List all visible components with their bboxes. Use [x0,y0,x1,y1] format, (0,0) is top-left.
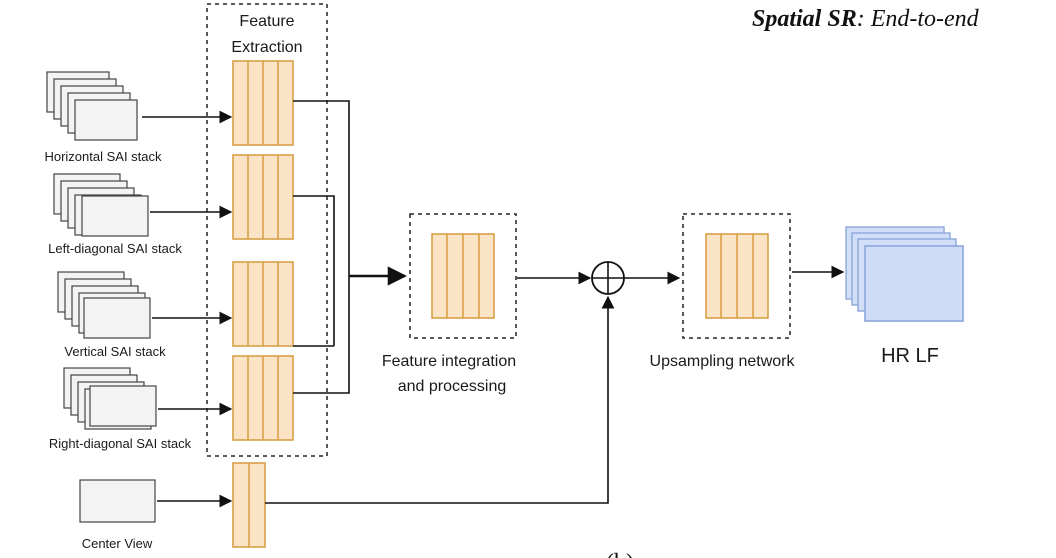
upsampling-label: Upsampling network [650,353,796,370]
sai-stack-vertical-label: Vertical SAI stack [64,344,166,359]
feature-extractor-right-diagonal [232,355,294,441]
center-view-label: Center View [82,536,153,551]
sum-node-icon [591,261,625,295]
sai-stack-left-diagonal [53,173,149,237]
output-label: HR LF [881,345,939,367]
merge-bus-outer [293,100,350,394]
feature-extractor-horizontal [232,60,294,146]
integration-label-line1: Feature integration [382,353,516,370]
title-rest: : End-to-end [857,6,980,32]
feature-extractor-left-diagonal [232,154,294,240]
sai-stack-right-diagonal [63,367,157,430]
sai-stack-vertical [57,271,151,339]
feature-extraction-title-line2: Extraction [231,39,302,56]
integration-block [431,233,495,319]
feature-extraction-box [206,3,328,457]
center-view-image [79,479,156,523]
feature-extractor-center [232,462,266,548]
upsampling-box [682,213,791,339]
hr-lf-output-stack [845,226,964,322]
feature-extractor-vertical [232,261,294,347]
sai-stack-left-diagonal-label: Left-diagonal SAI stack [48,241,182,256]
subfigure-label: (b) [606,550,634,558]
diagram-title: Spatial SR: End-to-end [752,6,980,32]
merge-bus-inner [293,195,335,346]
sai-stack-horizontal [46,71,138,141]
integration-label-line2: and processing [398,378,507,395]
sai-stack-right-diagonal-label: Right-diagonal SAI stack [49,436,192,451]
feature-extraction-title-line1: Feature [239,13,294,30]
upsampling-block [705,233,769,319]
skip-connection-center [265,295,615,504]
title-bold: Spatial SR [752,6,857,32]
integration-box [409,213,517,339]
sai-stack-horizontal-label: Horizontal SAI stack [44,149,162,164]
